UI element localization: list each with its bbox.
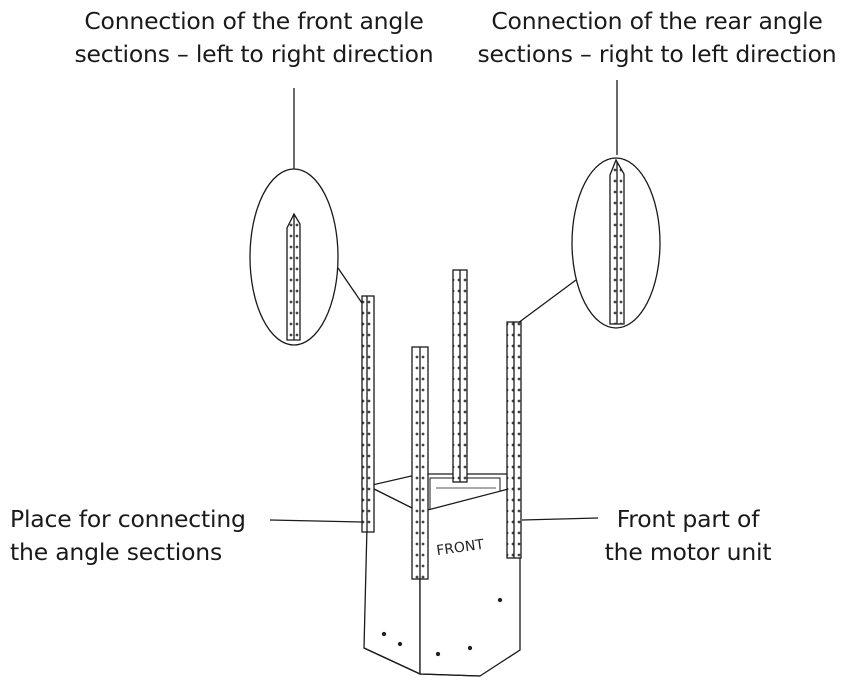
front-marking: FRONT — [435, 537, 485, 560]
motor-front-leader — [521, 517, 599, 521]
motor-label-line2: the motor unit — [604, 538, 772, 566]
angle-section-rear-left — [452, 269, 468, 483]
front-angle-magnifier — [249, 168, 365, 346]
rear-callout-line2: sections – right to left direction — [477, 40, 837, 68]
place-label-line2: the angle sections — [10, 538, 222, 566]
rear-magnifier-connector — [513, 279, 577, 327]
angle-section-front-left — [361, 295, 375, 533]
place-label-line1: Place for connecting — [10, 505, 246, 533]
motor-unit — [363, 473, 521, 677]
front-angle-callout-label: Connection of the front angle sections –… — [64, 5, 444, 71]
front-magnifier-connector — [337, 267, 365, 307]
motor-label-line1: Front part of — [616, 505, 760, 533]
rear-angle-magnifier — [513, 157, 661, 329]
motor-front-label: Front part of the motor unit — [588, 503, 788, 569]
rear-callout-line1: Connection of the rear angle — [491, 7, 823, 35]
front-callout-line1: Connection of the front angle — [84, 7, 424, 35]
rear-angle-callout-label: Connection of the rear angle sections – … — [464, 5, 850, 71]
angle-section-front-right — [411, 346, 429, 580]
place-connecting-label: Place for connecting the angle sections — [10, 503, 246, 569]
front-callout-line2: sections – left to right direction — [74, 40, 434, 68]
angle-section-rear-right — [506, 321, 522, 559]
place-connecting-leader — [269, 519, 363, 523]
